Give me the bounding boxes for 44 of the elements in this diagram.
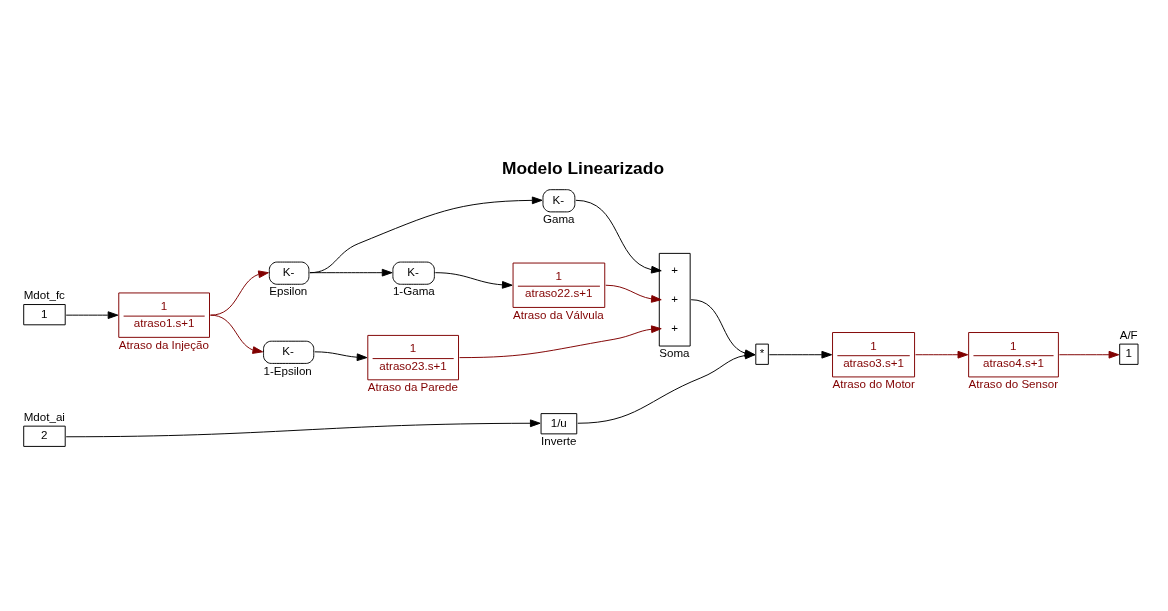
node-box: 2 <box>23 425 66 447</box>
arrow <box>65 311 119 319</box>
node-label: Atraso do Sensor <box>968 378 1059 391</box>
node-label: Gama <box>542 213 575 226</box>
node-label: A/F <box>1119 328 1138 341</box>
arrow <box>768 350 833 359</box>
arrow <box>575 199 662 274</box>
arrow <box>434 272 513 289</box>
node-label: Inverte <box>541 435 577 448</box>
node-label: Mdot_fc <box>23 289 65 302</box>
arrow <box>309 196 543 274</box>
arrow <box>915 350 969 359</box>
node-box: 1/u <box>540 413 578 435</box>
node-label: 1-Epsilon <box>263 364 312 377</box>
arrow <box>314 351 368 362</box>
node-label: Soma <box>659 347 690 360</box>
node-box: 1 atraso22.s+1 <box>512 262 606 308</box>
arrow <box>1058 350 1120 359</box>
node-box: K- <box>392 261 435 285</box>
arrow <box>309 268 393 277</box>
node-box: K- <box>263 340 315 364</box>
node-box: * <box>755 343 769 365</box>
node-box: + + + <box>658 252 691 347</box>
node-box: 1 <box>1119 343 1139 365</box>
node-label: Atraso do Motor <box>832 378 915 391</box>
arrow <box>65 419 541 438</box>
arrow <box>210 270 269 316</box>
arrow <box>459 325 662 359</box>
node-label: Atraso da Injeção <box>118 338 209 351</box>
node-box: 1 atraso23.s+1 <box>367 334 459 381</box>
node-label: 1-Gama <box>392 285 435 298</box>
node-label: Atraso da Parede <box>367 381 458 394</box>
node-box: 1 atraso1.s+1 <box>118 292 210 338</box>
arrow <box>605 284 662 303</box>
diagram-title: Modelo Linearizado <box>501 157 665 178</box>
node-box: 1 <box>23 304 66 326</box>
node-label: Epsilon <box>269 285 308 298</box>
node-box: 1 atraso4.s+1 <box>968 332 1059 378</box>
node-box: K- <box>542 189 576 213</box>
node-box: 1 atraso3.s+1 <box>832 332 916 378</box>
node-label: Atraso da Válvula <box>513 308 604 321</box>
node-box: K- <box>268 261 310 285</box>
node-label: Mdot_ai <box>23 410 65 423</box>
arrow <box>210 314 264 354</box>
